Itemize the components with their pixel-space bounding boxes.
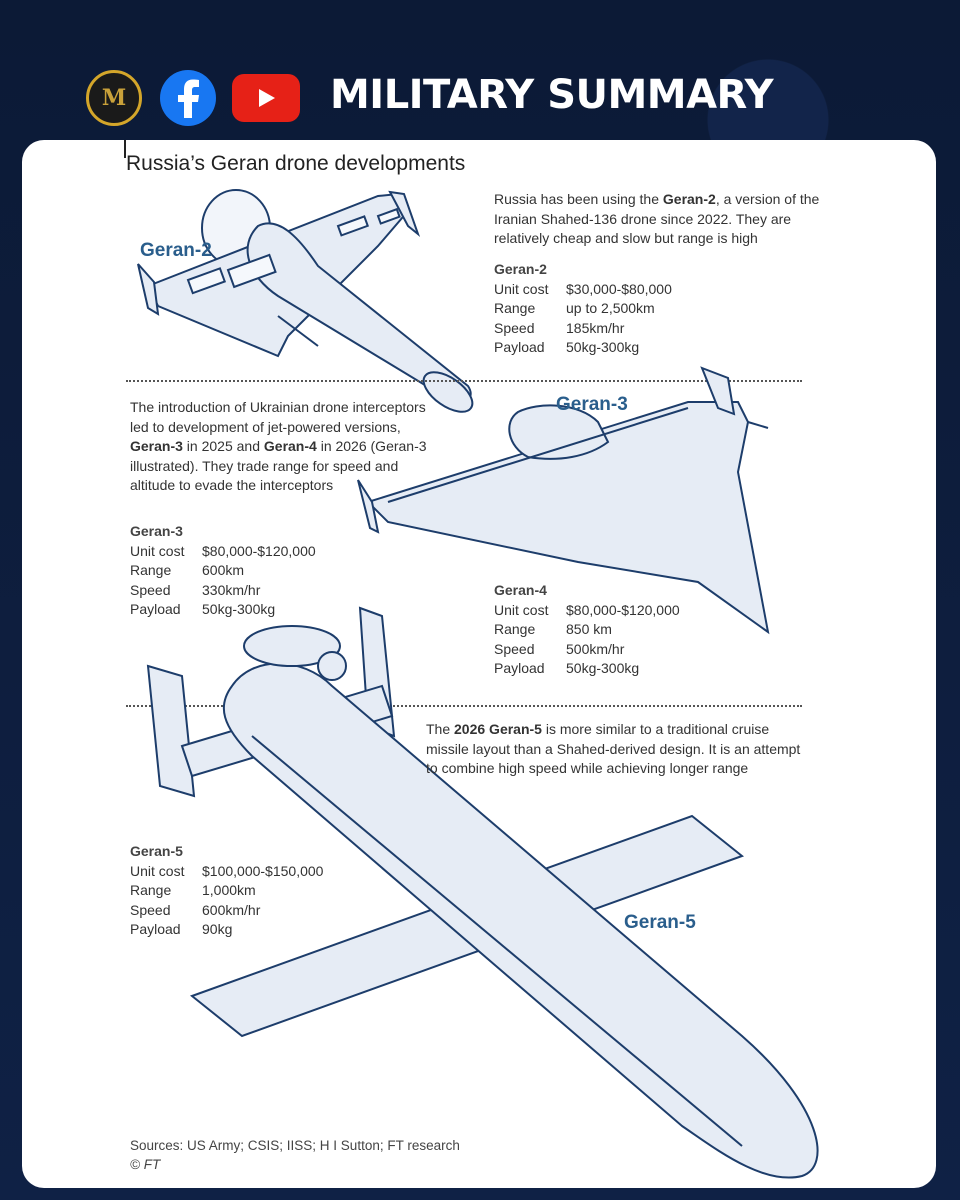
geran-2-right-fin	[388, 190, 421, 237]
geran-5-specs: Geran-5 Unit cost$100,000-$150,000 Range…	[130, 842, 323, 940]
geran-3-antenna	[747, 421, 769, 429]
geran-2-panel	[226, 253, 277, 289]
geran-5-illustration	[146, 606, 819, 1179]
infographic-card: Russia’s Geran drone developments Geran-…	[22, 140, 936, 1188]
logo-letter: M	[101, 85, 127, 111]
brand-header: M MILITARY SUMMARY	[0, 60, 960, 140]
brand-title: MILITARY SUMMARY	[330, 72, 774, 118]
geran-3-leading-edge	[387, 407, 689, 503]
geran-2-panel	[186, 267, 227, 295]
geran-3-fuselage	[508, 404, 610, 460]
channel-logo[interactable]: M	[86, 70, 142, 126]
geran-3-intro: The introduction of Ukrainian drone inte…	[130, 399, 427, 493]
sources-text: Sources: US Army; CSIS; IISS; H I Sutton…	[130, 1138, 460, 1153]
geran-2-spec-head: Geran-2	[494, 261, 547, 277]
geran-3-right-fin	[700, 366, 736, 416]
geran-2-left-fin	[137, 263, 160, 316]
section-divider	[126, 380, 802, 382]
spec-row: Unit cost$100,000-$150,000	[130, 862, 324, 879]
section-divider	[126, 705, 802, 707]
sources-footnote: Sources: US Army; CSIS; IISS; H I Sutton…	[130, 1136, 460, 1174]
geran-4-spec-head: Geran-4	[494, 582, 547, 598]
geran-3-spec-head: Geran-3	[130, 523, 183, 539]
geran-2-panel	[376, 207, 401, 225]
youtube-icon[interactable]	[232, 74, 300, 122]
geran-3-wing	[366, 401, 770, 635]
geran-2-label: Geran-2	[140, 240, 212, 261]
spec-row: Unit cost$80,000-$120,000	[494, 601, 680, 618]
title-tick	[124, 140, 126, 158]
infographic-title: Russia’s Geran drone developments	[126, 152, 466, 175]
spec-row: Unit cost$80,000-$120,000	[130, 542, 316, 559]
geran-5-left-tail	[146, 664, 196, 798]
facebook-icon[interactable]	[160, 70, 216, 126]
copyright-text: © FT	[130, 1157, 161, 1172]
geran-3-illustration	[357, 366, 770, 635]
geran-5-intro: The 2026 Geran-5 is more similar to a tr…	[426, 721, 801, 776]
geran-3-label: Geran-3	[556, 394, 628, 415]
geran-5-engine-intake	[317, 651, 347, 681]
geran-5-jet-engine	[243, 625, 341, 667]
geran-5-fuselage	[222, 662, 819, 1179]
geran-2-illustration	[137, 189, 474, 413]
geran-2-intro: Russia has been using the Geran-2, a ver…	[494, 191, 820, 246]
geran-3-left-fin	[357, 479, 380, 534]
geran-5-fuselage-line	[251, 735, 743, 1147]
spec-row: Unit cost$30,000-$80,000	[494, 280, 672, 297]
geran-2-panel	[336, 215, 370, 237]
geran-2-antenna	[277, 315, 319, 347]
geran-5-label: Geran-5	[624, 912, 696, 933]
geran-5-spec-head: Geran-5	[130, 843, 183, 859]
